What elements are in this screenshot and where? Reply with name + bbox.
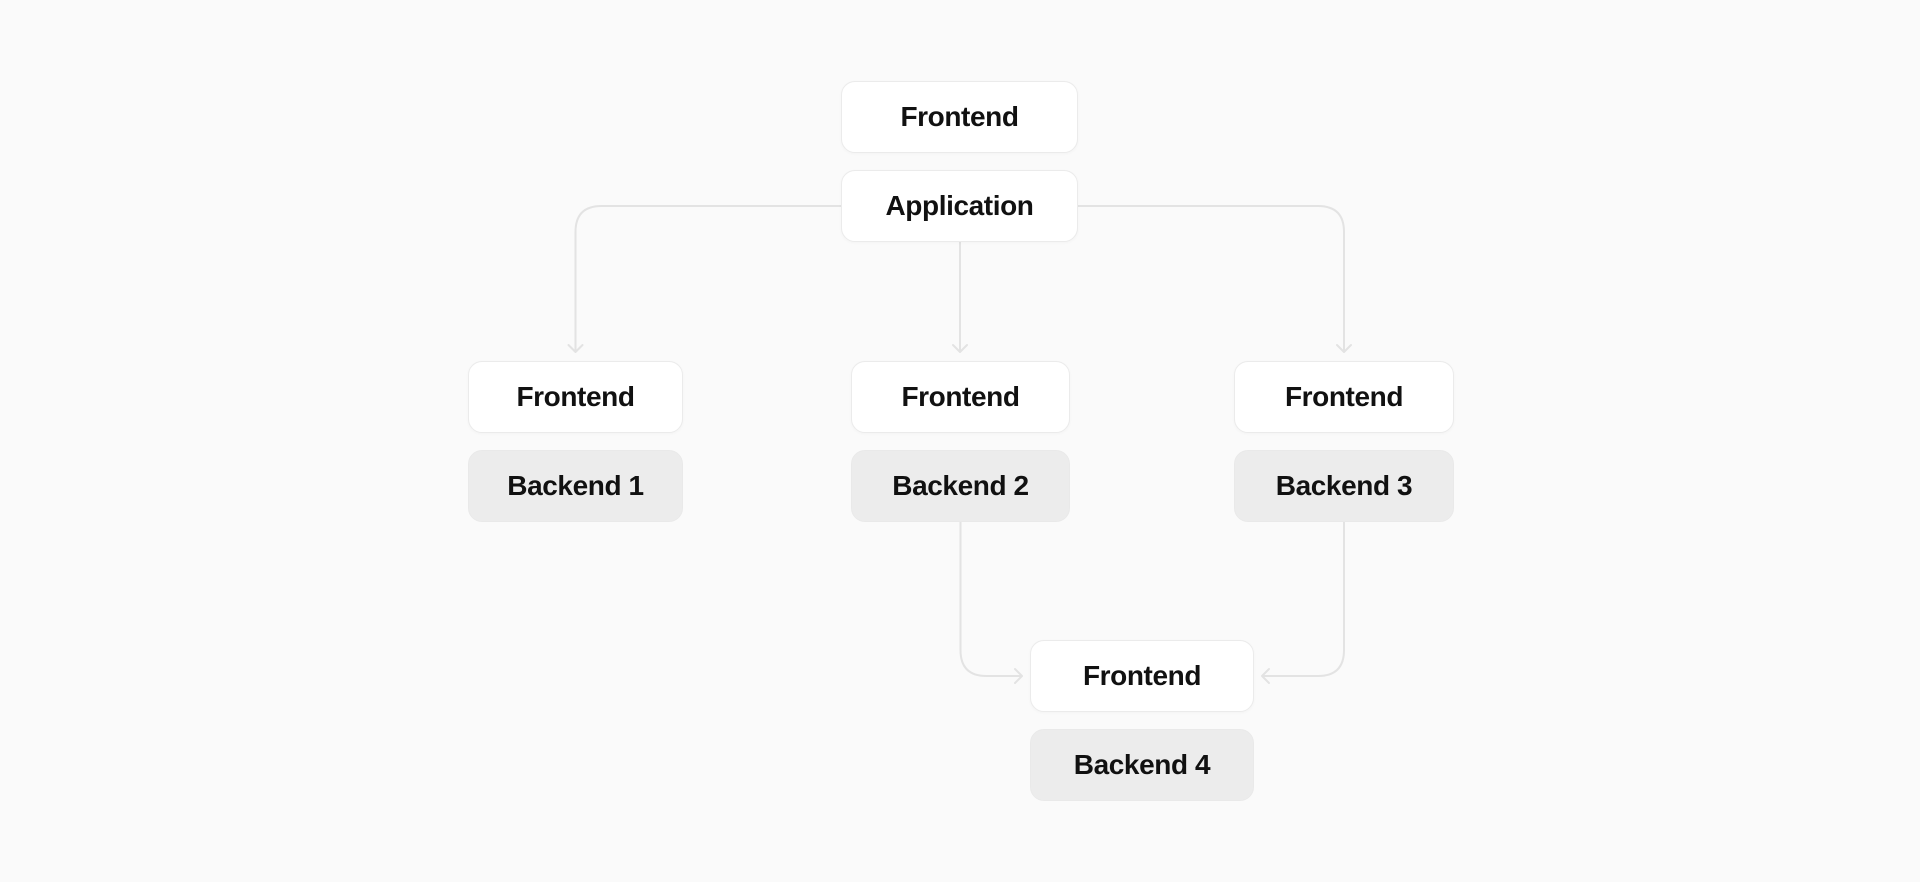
node-backend-2[interactable]: Backend 2 <box>851 450 1070 522</box>
edge-backend2-to-frontend-4 <box>959 522 1023 684</box>
node-group-backend-2: Frontend Backend 2 <box>851 361 1070 522</box>
node-label: Frontend <box>901 381 1020 412</box>
node-label: Application <box>885 190 1034 221</box>
node-group-backend-3: Frontend Backend 3 <box>1234 361 1454 522</box>
node-application[interactable]: Application <box>841 170 1078 242</box>
node-frontend-1[interactable]: Frontend <box>468 361 683 433</box>
edge-application-to-frontend-3 <box>1078 205 1352 353</box>
edge-backend3-to-frontend-4 <box>1261 522 1345 684</box>
node-label: Frontend <box>1082 660 1202 691</box>
node-label: Frontend <box>516 381 635 412</box>
node-group-backend-4: Frontend Backend 4 <box>1030 640 1254 801</box>
node-backend-1[interactable]: Backend 1 <box>468 450 683 522</box>
node-label: Frontend <box>1284 381 1404 412</box>
node-group-application: Frontend Application <box>841 81 1078 242</box>
node-frontend-3[interactable]: Frontend <box>1234 361 1454 433</box>
node-label: Backend 1 <box>507 470 644 501</box>
node-frontend-4[interactable]: Frontend <box>1030 640 1254 712</box>
node-frontend-top[interactable]: Frontend <box>841 81 1078 153</box>
edge-application-to-frontend-1 <box>567 205 841 353</box>
node-frontend-2[interactable]: Frontend <box>851 361 1070 433</box>
node-label: Backend 4 <box>1073 749 1211 780</box>
node-label: Backend 3 <box>1275 470 1413 501</box>
node-backend-4[interactable]: Backend 4 <box>1030 729 1254 801</box>
node-label: Frontend <box>900 101 1019 132</box>
node-label: Backend 2 <box>892 470 1029 501</box>
node-backend-3[interactable]: Backend 3 <box>1234 450 1454 522</box>
node-group-backend-1: Frontend Backend 1 <box>468 361 683 522</box>
